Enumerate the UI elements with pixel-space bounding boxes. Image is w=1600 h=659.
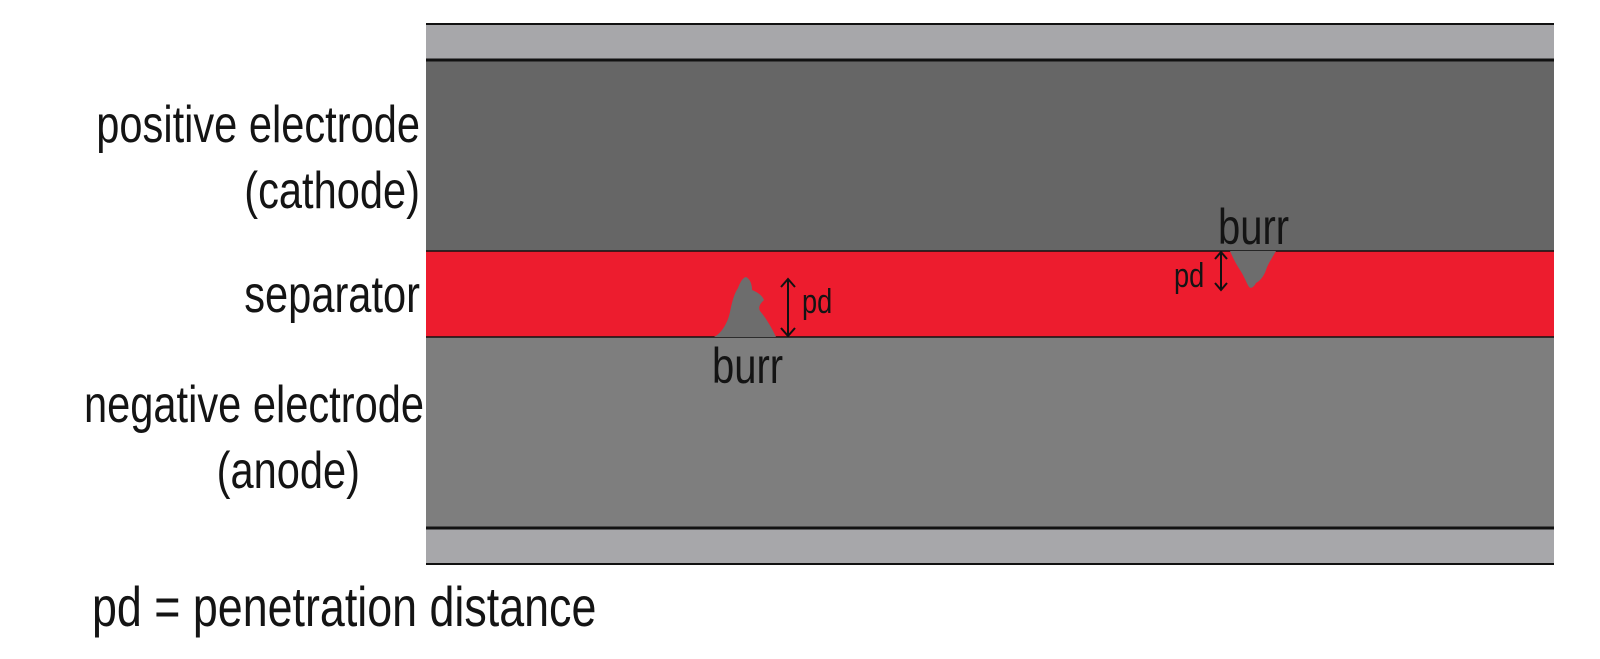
pd-arrow-right — [1214, 250, 1228, 292]
anode-label-line2: (anode) — [216, 442, 360, 500]
bottom-current-collector — [426, 528, 1554, 564]
pd-arrow-left — [780, 277, 796, 338]
burr-shape-right — [1230, 251, 1276, 288]
cathode-label-line2: (cathode) — [244, 162, 420, 220]
burr-shape-left — [714, 277, 776, 337]
burr-label-right: burr — [1218, 199, 1289, 255]
pd-label-left: pd — [802, 282, 832, 321]
cathode-layer — [426, 60, 1554, 251]
separator-label: separator — [244, 266, 420, 324]
cathode-label-line1: positive electrode — [96, 96, 420, 154]
pd-label-right: pd — [1174, 256, 1204, 295]
burr-label-left: burr — [712, 338, 783, 394]
anode-label-line1: negative electrode — [84, 376, 424, 434]
pd-definition-footnote: pd = penetration distance — [92, 575, 597, 638]
anode-layer — [426, 337, 1554, 528]
layer-boundaries — [426, 23, 1554, 565]
separator-layer — [426, 251, 1554, 337]
top-current-collector — [426, 24, 1554, 60]
